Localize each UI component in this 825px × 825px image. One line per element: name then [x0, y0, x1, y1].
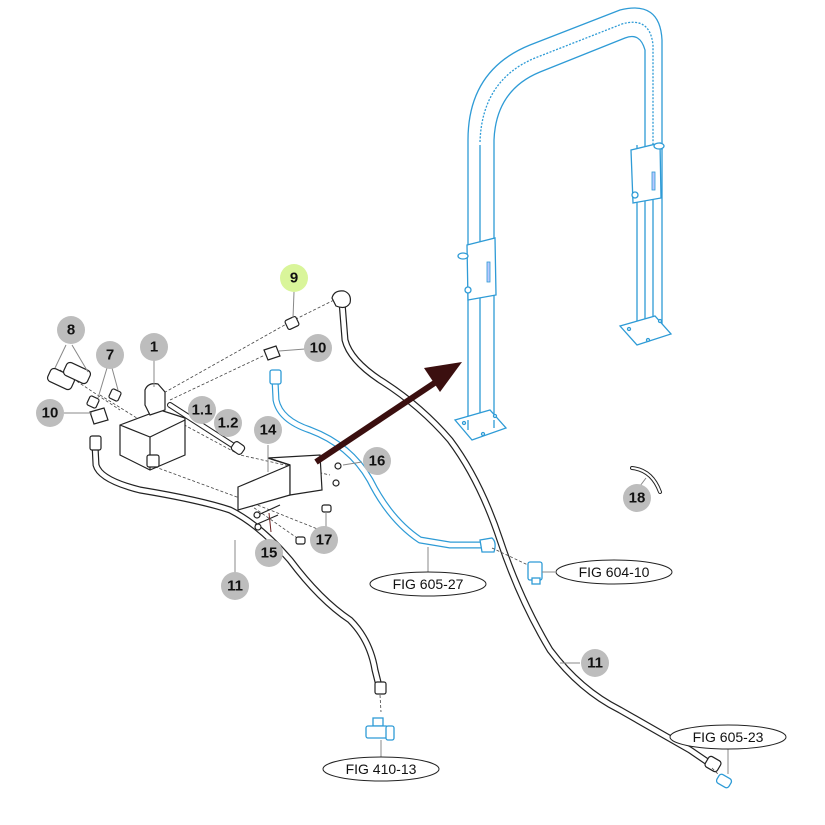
- callout-1-2[interactable]: 1.2: [214, 409, 242, 437]
- callout-9[interactable]: 9: [280, 264, 308, 292]
- callout-1[interactable]: 1: [140, 333, 168, 361]
- callout-1-1[interactable]: 1.1: [188, 396, 216, 424]
- callout-17-label: 17: [316, 532, 333, 549]
- fig-ref-410-13[interactable]: FIG 410-13: [322, 756, 440, 782]
- fig-ref-605-27[interactable]: FIG 605-27: [369, 571, 487, 597]
- fitting-fig-605-23: [715, 773, 733, 789]
- callout-14-label: 14: [260, 422, 277, 439]
- valve-block: [119, 383, 246, 471]
- callout-10-lower[interactable]: 10: [36, 399, 64, 427]
- fittings: [46, 315, 300, 425]
- callout-18[interactable]: 18: [623, 484, 651, 512]
- callout-10-upper-label: 10: [310, 340, 327, 357]
- callout-11-right[interactable]: 11: [581, 649, 609, 677]
- fig-ref-410-13-label: FIG 410-13: [346, 761, 417, 777]
- callout-16-label: 16: [369, 453, 386, 470]
- rops-frame-icon: [453, 7, 673, 441]
- callout-11-left[interactable]: 11: [221, 572, 249, 600]
- direction-arrow-icon: [314, 362, 462, 465]
- callout-8-label: 8: [67, 322, 75, 339]
- assembly-lines: [59, 299, 723, 779]
- leader-lines: [54, 291, 729, 774]
- fig-ref-605-27-label: FIG 605-27: [393, 576, 464, 592]
- bracket: [237, 454, 342, 545]
- callout-1-2-label: 1.2: [218, 415, 239, 432]
- callout-16[interactable]: 16: [363, 447, 391, 475]
- callout-10-lower-label: 10: [42, 405, 59, 422]
- fig-ref-604-10[interactable]: FIG 604-10: [555, 559, 673, 585]
- callout-15[interactable]: 15: [255, 539, 283, 567]
- callout-8[interactable]: 8: [57, 316, 85, 344]
- callout-11-left-label: 11: [227, 578, 243, 595]
- cable-18: [630, 466, 662, 494]
- fig-ref-605-23[interactable]: FIG 605-23: [669, 724, 787, 750]
- callout-9-label: 9: [290, 270, 298, 287]
- fitting-fig-604-10: [527, 561, 543, 585]
- callout-15-label: 15: [261, 545, 278, 562]
- callout-7[interactable]: 7: [96, 341, 124, 369]
- callout-14[interactable]: 14: [254, 416, 282, 444]
- hose-11-right: [331, 290, 722, 773]
- hose-fig-605-27: [269, 369, 496, 553]
- callout-11-right-label: 11: [587, 655, 603, 672]
- callout-7-label: 7: [106, 347, 114, 364]
- fig-ref-604-10-label: FIG 604-10: [579, 564, 650, 580]
- callout-1-1-label: 1.1: [192, 402, 213, 419]
- fig-ref-605-23-label: FIG 605-23: [693, 729, 764, 745]
- callout-10-upper[interactable]: 10: [304, 334, 332, 362]
- callout-18-label: 18: [629, 490, 646, 507]
- callout-1-label: 1: [150, 339, 158, 356]
- callout-17[interactable]: 17: [310, 526, 338, 554]
- fitting-fig-410-13: [365, 717, 395, 741]
- hose-11-left: [89, 435, 387, 695]
